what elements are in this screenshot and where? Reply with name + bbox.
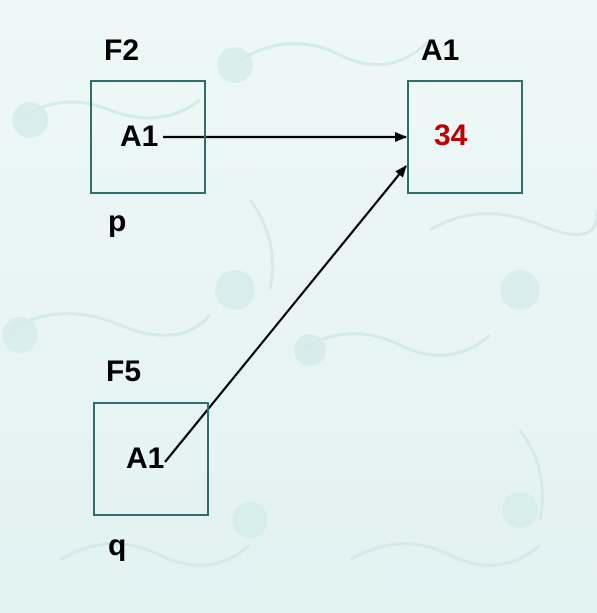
pointer-p-box	[90, 80, 206, 194]
pointer-q-name: q	[108, 529, 127, 562]
pointer-p-content: A1	[120, 120, 159, 153]
target-value: 34	[434, 119, 468, 152]
target-box	[407, 80, 523, 194]
pointer-q-box	[93, 402, 209, 516]
pointer-p-name: p	[108, 205, 127, 238]
pointer-q-content: A1	[126, 442, 165, 475]
pointer-q-address: F5	[106, 355, 142, 388]
pointer-p-address: F2	[104, 34, 140, 67]
target-address: A1	[421, 34, 460, 67]
